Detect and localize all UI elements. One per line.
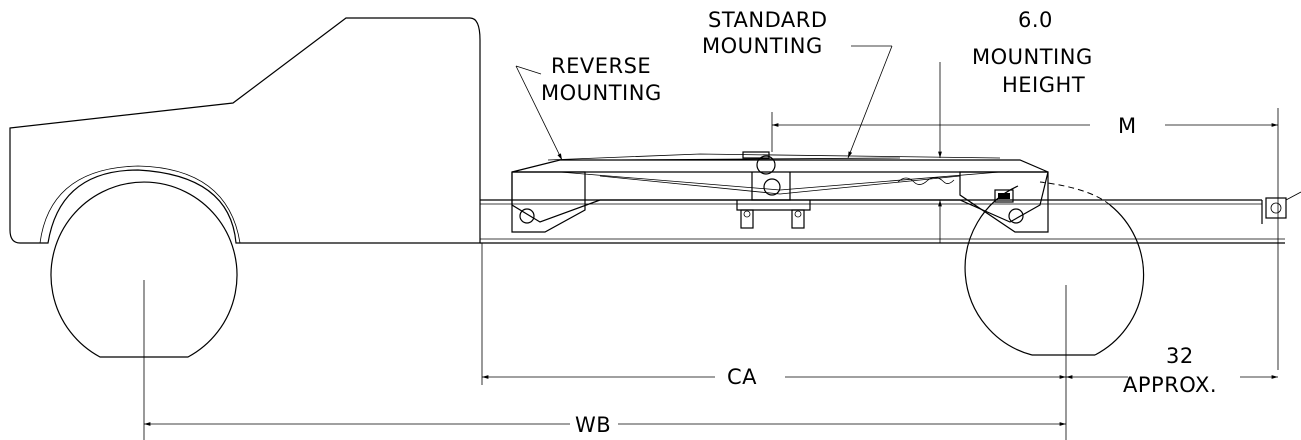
height-label-line3: HEIGHT bbox=[1002, 73, 1085, 97]
mounting-assembly bbox=[511, 151, 1049, 233]
ca-label: CA bbox=[727, 365, 757, 389]
rear-wheel bbox=[964, 181, 1145, 356]
standard-label-line2: MOUNTING bbox=[702, 34, 823, 58]
chassis-frame bbox=[480, 199, 1285, 244]
approx-value-label: 32 bbox=[1166, 344, 1194, 368]
front-wheel bbox=[50, 181, 238, 358]
height-label-line1: 6.0 bbox=[1018, 8, 1053, 32]
rear-overhang-dimension: 32 APPROX. bbox=[1066, 344, 1278, 397]
wb-label: WB bbox=[575, 413, 611, 437]
approx-text-label: APPROX. bbox=[1123, 373, 1217, 397]
standard-label-line1: STANDARD bbox=[708, 8, 828, 32]
mounting-height-callout: 6.0 MOUNTING HEIGHT bbox=[938, 8, 1093, 243]
wb-dimension: WB bbox=[143, 357, 1066, 440]
height-label-line2: MOUNTING bbox=[972, 45, 1093, 69]
m-label: M bbox=[1118, 114, 1137, 138]
truck-cab bbox=[9, 17, 481, 244]
reverse-label-line2: MOUNTING bbox=[541, 81, 662, 105]
standard-mounting-callout: STANDARD MOUNTING bbox=[702, 8, 893, 159]
reverse-label-line1: REVERSE bbox=[551, 54, 651, 78]
reverse-mounting-callout: REVERSE MOUNTING bbox=[515, 54, 662, 161]
rear-pintle bbox=[1265, 191, 1301, 219]
ca-dimension: CA bbox=[481, 243, 1067, 440]
m-dimension: M bbox=[771, 108, 1279, 370]
